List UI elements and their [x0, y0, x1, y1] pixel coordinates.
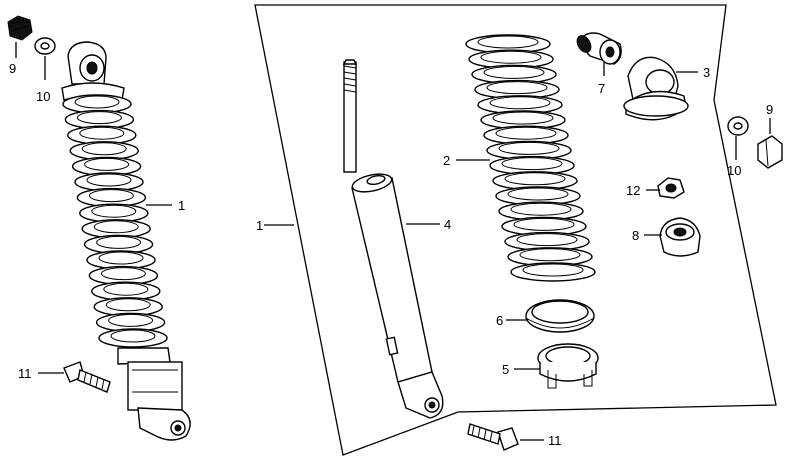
spring-coil-inner [498, 141, 560, 155]
spring-coil-inner [513, 217, 575, 231]
svg-text:4: 4 [444, 217, 451, 232]
svg-text:12: 12 [626, 183, 640, 198]
spring-coil-inner [79, 126, 125, 140]
spring-coil-inner [100, 267, 146, 281]
svg-text:7: 7 [598, 81, 605, 96]
callout-left-washer: 10 [36, 56, 50, 104]
spring-coil-inner [81, 142, 127, 156]
spring-coil [98, 328, 168, 348]
spring-coil-icon [62, 94, 168, 348]
washer-icon [727, 116, 749, 136]
svg-text:5: 5 [502, 362, 509, 377]
spring-coil-inner [105, 298, 151, 312]
spring-coil-inner [98, 251, 144, 265]
lock-nut-icon [657, 177, 685, 199]
callout-assembly-bolt: 11 [18, 366, 64, 381]
svg-text:6: 6 [496, 313, 503, 328]
spring-coil-inner [480, 50, 542, 64]
svg-text:10: 10 [36, 89, 50, 104]
spring-coil-inner [516, 233, 578, 247]
upper-mount-icon [623, 56, 689, 121]
spring-coil-inner [483, 65, 545, 79]
callout-spring-seat: 6 [496, 313, 528, 328]
spring-coil-inner [84, 157, 130, 171]
spring-coil-inner [486, 81, 548, 95]
svg-text:10: 10 [727, 163, 741, 178]
spring-coil-inner [519, 248, 581, 262]
spring-coil-inner [88, 189, 134, 203]
spring-coil-inner [96, 235, 142, 249]
nut-icon [7, 15, 33, 41]
spring-coil-inner [495, 126, 557, 140]
svg-text:9: 9 [766, 102, 773, 117]
spring-adjuster-icon [537, 343, 599, 389]
svg-text:1: 1 [178, 198, 185, 213]
callout-joint-cap: 8 [632, 228, 662, 243]
svg-text:11: 11 [548, 433, 562, 448]
callout-assembly-spring: 1 [146, 198, 185, 213]
svg-text:1: 1 [256, 218, 263, 233]
spring-seat-icon [525, 299, 595, 333]
callout-exploded-assembly: 1 [256, 218, 294, 233]
damper-unit-icon [342, 59, 444, 419]
bushing-icon [576, 32, 622, 65]
svg-text:3: 3 [703, 65, 710, 80]
bolt-icon [467, 423, 519, 451]
washer-icon [34, 37, 56, 55]
damper-body-icon [117, 347, 191, 441]
spring-coil-inner [507, 187, 569, 201]
cap-nut-icon [757, 135, 783, 169]
spring-coil-inner [103, 282, 149, 296]
spring-coil-inner [86, 173, 132, 187]
spring-coil [510, 262, 596, 282]
spring-coil-inner [91, 204, 137, 218]
callout-bottom-bolt: 11 [520, 433, 562, 448]
callout-lock-nut: 12 [626, 183, 660, 198]
callout-left-nut: 9 [9, 42, 17, 76]
callout-spring: 2 [443, 153, 490, 168]
spring-coil-inner [108, 313, 154, 327]
top-mount-icon [61, 41, 125, 101]
svg-text:9: 9 [9, 61, 16, 76]
svg-text:8: 8 [632, 228, 639, 243]
spring-coil-inner [501, 157, 563, 171]
assembled-shock-absorber [7, 15, 191, 441]
spring-coil-inner [504, 172, 566, 186]
spring-coil-inner [93, 220, 139, 234]
callout-upper-mount: 3 [676, 65, 710, 80]
callout-bushing: 7 [598, 62, 605, 96]
spring-coil-inner [477, 35, 539, 49]
joint-cap-icon [659, 217, 701, 257]
spring-coil-inner [510, 202, 572, 216]
callout-spring-adjuster: 5 [502, 362, 540, 377]
callout-right-washer: 10 [727, 136, 741, 178]
spring-coil-inner [489, 96, 551, 110]
spring-coil-inner [76, 111, 122, 125]
spring-icon [465, 34, 596, 282]
svg-text:2: 2 [443, 153, 450, 168]
svg-text:11: 11 [18, 366, 32, 381]
spring-coil-inner [74, 95, 120, 109]
spring-coil-inner [110, 329, 156, 343]
spring-coil-inner [492, 111, 554, 125]
spring-coil-inner [522, 263, 584, 277]
exploded-view-boundary [254, 4, 777, 456]
callout-damper: 4 [406, 217, 451, 232]
bolt-icon [63, 361, 111, 393]
callout-right-nut: 9 [766, 102, 773, 134]
